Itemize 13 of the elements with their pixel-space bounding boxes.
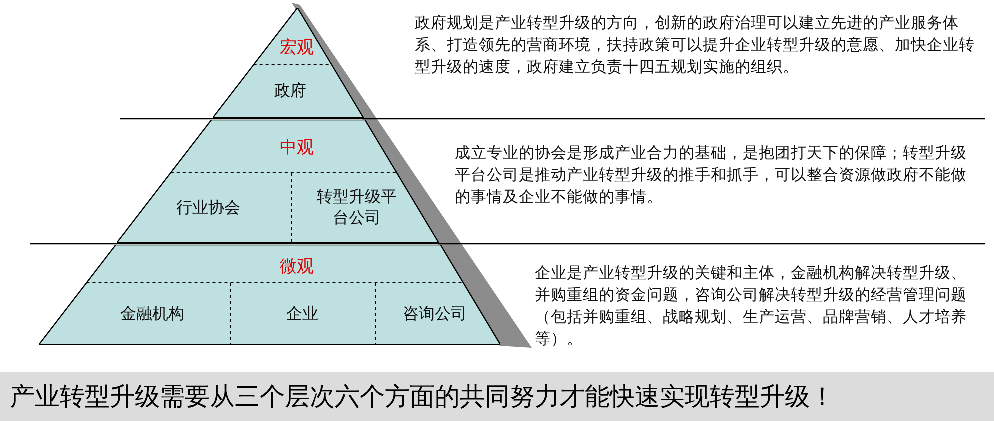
description-text: 企业是产业转型升级的关键和主体，金融机构解决转型升级、并购重组的资金问题，咨询公司解决转型升级的经营管理问题（包括并购重组、战略规划、生产运营、品牌营销、人才培养等）。 xyxy=(534,263,968,350)
layer-heading: 中观 xyxy=(280,137,314,159)
layer-item: 企业 xyxy=(286,304,318,324)
layer-heading: 宏观 xyxy=(280,37,314,59)
layer-item: 行业协会 xyxy=(176,198,240,218)
description-text: 成立专业的协会是形成产业合力的基础，是抱团打天下的保障；转型升级平台公司是推动产业转型升级的推手和抓手，可以整合资源做政府不能做的事情及企业不能做的事情。 xyxy=(454,143,968,208)
layer-item: 转型升级平台公司 xyxy=(316,187,398,229)
description-text: 政府规划是产业转型升级的方向，创新的政府治理可以建立先进的产业服务体系、打造领先的营商环境，扶持政策可以提升企业转型升级的意愿、加快企业转型升级的速度，政府建立负责十四五规划实施的组织。 xyxy=(414,13,976,78)
layer-item: 金融机构 xyxy=(120,304,184,324)
layer-heading: 微观 xyxy=(280,256,314,278)
layer-item: 咨询公司 xyxy=(402,304,467,324)
layer-item: 政府 xyxy=(274,81,306,102)
summary-banner: 产业转型升级需要从三个层次六个方面的共同努力才能快速实现转型升级！ xyxy=(0,372,994,421)
